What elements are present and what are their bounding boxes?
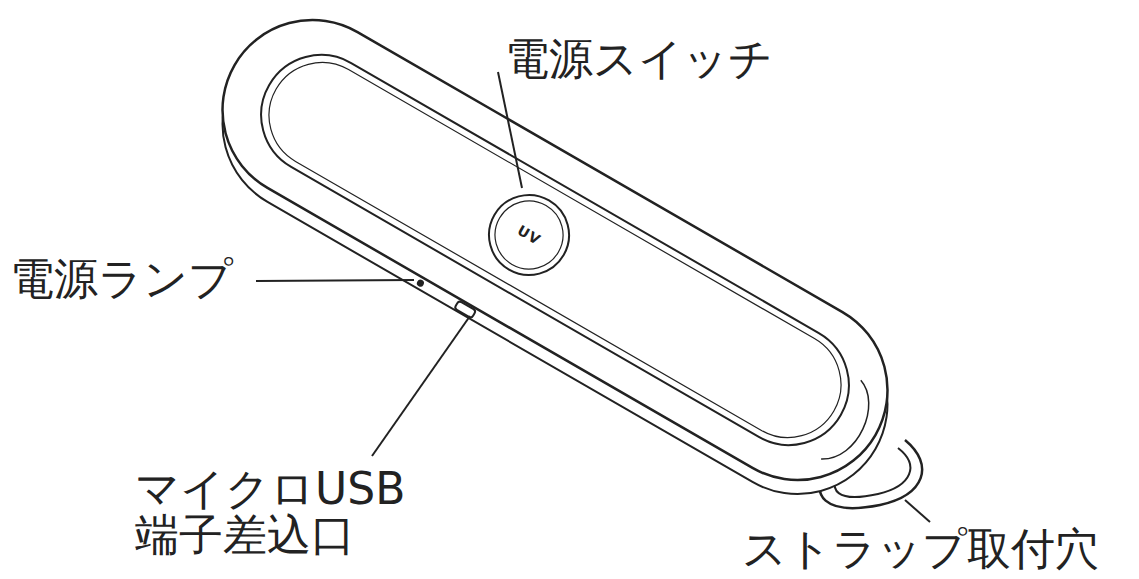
top-panel: [239, 33, 871, 467]
part-label: ストラップ取付穴: [742, 526, 1099, 572]
power-lamp: [417, 280, 424, 287]
leader-lines: [256, 72, 930, 522]
top-panel-inner: [250, 43, 861, 457]
leader-line: [905, 500, 930, 522]
leader-line: [256, 280, 414, 281]
power-button: [474, 180, 583, 289]
part-label: 電源ランプ: [10, 256, 233, 302]
strap-hole: [817, 380, 884, 469]
device-body: [184, 0, 922, 527]
housing-top: [190, 0, 921, 513]
power-button-ring: [483, 189, 576, 282]
part-label: 電源スイッチ: [505, 36, 773, 82]
leader-line: [498, 72, 522, 188]
part-label: マイクロUSB 端子差込口: [135, 466, 420, 558]
leader-line: [372, 316, 470, 456]
usb-port: [454, 301, 476, 319]
